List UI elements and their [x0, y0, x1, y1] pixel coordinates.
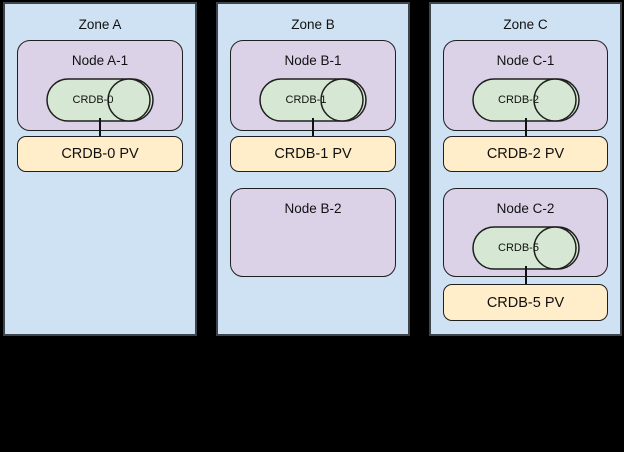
cylinder-icon — [471, 78, 580, 122]
node-c2-label: Node C-2 — [496, 201, 555, 216]
zone-b: Zone B Node B-1 CRDB-1 CRDB-1 PV Node B-… — [216, 2, 410, 336]
connector-c2-pv — [524, 266, 527, 286]
node-b2: Node B-2 — [230, 188, 396, 277]
connector-c1-pv — [524, 118, 527, 138]
node-c1-label: Node C-1 — [496, 53, 555, 68]
node-b1: Node B-1 CRDB-1 — [230, 40, 396, 131]
pod-crdb-5-label: CRDB-5 — [498, 242, 539, 254]
zone-a-label: Zone A — [78, 17, 122, 32]
node-b1-label: Node B-1 — [284, 53, 342, 68]
cylinder-icon — [46, 78, 154, 122]
pv-crdb-2: CRDB-2 PV — [443, 136, 608, 172]
pod-crdb-5: CRDB-5 — [471, 226, 580, 270]
pv-crdb-0: CRDB-0 PV — [17, 136, 183, 172]
pod-crdb-0: CRDB-0 — [46, 78, 154, 122]
connector-a1-pv — [99, 118, 101, 138]
zone-c: Zone C Node C-1 CRDB-2 CRDB-2 PV Node C-… — [429, 2, 622, 336]
cylinder-icon — [259, 78, 367, 122]
pod-crdb-2-label: CRDB-2 — [498, 94, 539, 106]
node-b2-label: Node B-2 — [284, 201, 342, 216]
pv-crdb-1: CRDB-1 PV — [230, 136, 396, 172]
node-a1-label: Node A-1 — [71, 53, 129, 68]
pod-crdb-2: CRDB-2 — [471, 78, 580, 122]
pod-crdb-1: CRDB-1 — [259, 78, 367, 122]
pod-crdb-0-label: CRDB-0 — [72, 94, 114, 106]
node-c2: Node C-2 CRDB-5 — [443, 188, 608, 277]
cylinder-icon — [471, 226, 580, 270]
zone-c-label: Zone C — [503, 17, 548, 32]
pod-crdb-1-label: CRDB-1 — [285, 94, 327, 106]
connector-b1-pv — [312, 118, 314, 138]
pv-crdb-5: CRDB-5 PV — [443, 284, 608, 321]
zone-a: Zone A Node A-1 CRDB-0 CRDB-0 PV — [3, 2, 197, 336]
zone-b-label: Zone B — [291, 17, 335, 32]
node-a1: Node A-1 CRDB-0 — [17, 40, 183, 131]
